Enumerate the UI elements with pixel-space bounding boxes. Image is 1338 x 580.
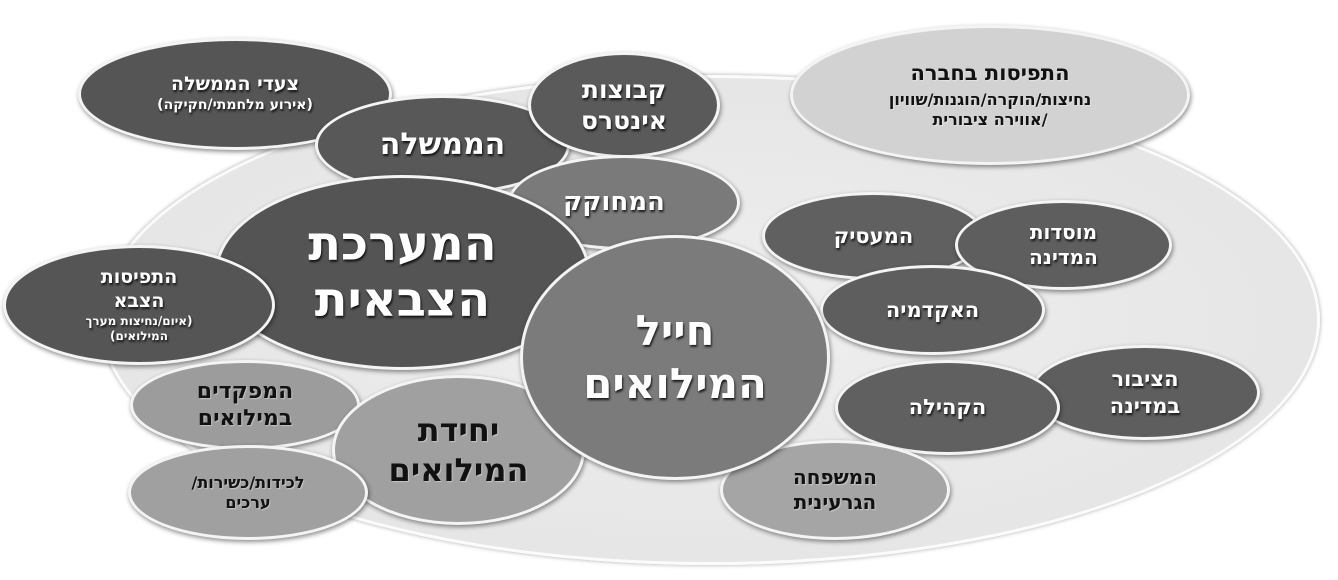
node-title: המחוקק: [563, 187, 665, 218]
node-reserve-commanders: המפקדים במילואים: [130, 360, 360, 450]
node-reserve-unit: יחידת המילואים: [332, 375, 585, 525]
node-public: הציבור במדינה: [1030, 345, 1260, 440]
node-line: המפקדים: [196, 378, 294, 404]
node-subtitle: (אירוע מלחמתי/חקיקה): [157, 97, 313, 114]
node-interest-groups: קבוצות אינטרס: [528, 52, 720, 158]
node-subtitle: (איום/נחיצות מערך: [85, 313, 193, 328]
node-reservist: חייל המילואים: [520, 235, 830, 480]
node-line: הגרעינית: [793, 490, 877, 514]
node-title: צעדי הממשלה: [171, 73, 299, 96]
node-society-perceptions: התפיסות בחברה נחיצות/הוקרה/הוגנות/שוויון…: [790, 25, 1190, 165]
node-line: מוסדות: [1029, 220, 1098, 244]
node-line: קבוצות: [581, 74, 667, 104]
node-army-perceptions: התפיסות הצבא (איום/נחיצות מערך המילואים): [3, 245, 275, 365]
node-line: התפיסות: [100, 266, 178, 289]
node-line: /אווירה ציבורית: [932, 110, 1048, 130]
node-line: המילואים: [388, 451, 529, 489]
node-line: הצבאית: [314, 271, 491, 328]
node-title: התפיסות בחברה: [910, 60, 1070, 85]
node-line: הציבור: [1111, 367, 1179, 392]
node-title: הממשלה: [379, 127, 506, 163]
node-cohesion: לכידות/כשירות/ ערכים: [128, 445, 368, 540]
node-line: אינטרס: [581, 106, 667, 135]
node-line: המערכת: [308, 216, 497, 273]
node-line: יחידת: [417, 411, 500, 449]
node-line: במילואים: [197, 406, 293, 431]
node-line: חייל: [635, 306, 715, 355]
node-line: המשפחה: [793, 465, 878, 489]
node-line: ערכים: [225, 492, 271, 512]
node-line: המדינה: [1029, 245, 1098, 269]
node-line: במדינה: [1109, 393, 1181, 418]
node-line: הצבא: [113, 290, 165, 312]
node-title: האקדמיה: [885, 297, 980, 322]
node-line: המילואים: [583, 358, 767, 408]
node-subtitle: המילואים): [110, 328, 168, 343]
node-line: לכידות/כשירות/: [191, 472, 305, 492]
node-title: הקהילה: [908, 395, 987, 420]
node-line: נחיצות/הוקרה/הוגנות/שוויון: [888, 90, 1092, 110]
node-title: המעסיק: [833, 223, 914, 248]
node-gov-steps: צעדי הממשלה (אירוע מלחמתי/חקיקה): [78, 38, 392, 150]
node-academia: האקדמיה: [820, 265, 1045, 355]
node-community: הקהילה: [835, 360, 1060, 455]
